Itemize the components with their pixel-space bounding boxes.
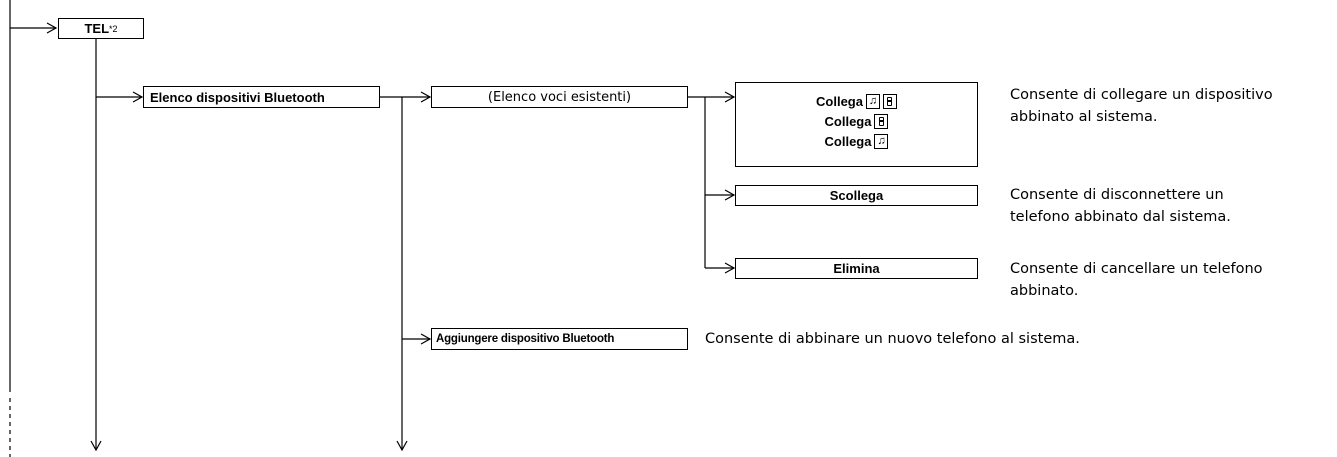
disconnect-label: Scollega [829,188,884,203]
device-list-box[interactable]: Elenco dispositivi Bluetooth [143,86,380,108]
description-line: Consente di abbinare un nuovo telefono a… [705,331,1080,347]
music-note-icon: ♫ [865,93,880,109]
description-line: abbinato. [1010,283,1079,299]
add-device-label: Aggiungere dispositivo Bluetooth [436,333,615,345]
disconnect-box[interactable]: Scollega [735,185,978,206]
existing-entries-box[interactable]: (Elenco voci esistenti) [431,86,688,108]
description-line: telefono abbinato dal sistema. [1010,209,1231,225]
description-line: Consente di cancellare un telefono [1010,261,1263,277]
connect-description: Consente di collegare un dispositivo abb… [1010,84,1273,128]
add-device-box[interactable]: Aggiungere dispositivo Bluetooth [431,328,688,350]
connect-label: Collega [816,93,863,109]
phone-icon [882,93,897,109]
tel-label: TEL [84,21,110,36]
delete-box[interactable]: Elimina [735,258,978,279]
connect-box[interactable]: Collega ♫ Collega Collega ♫ [735,82,978,167]
disconnect-description: Consente di disconnettere un telefono ab… [1010,184,1231,228]
delete-description: Consente di cancellare un telefono abbin… [1010,258,1263,302]
tel-menu-box[interactable]: TEL*2 [58,18,144,39]
description-line: Consente di collegare un dispositivo [1010,87,1273,103]
description-line: Consente di disconnettere un [1010,187,1224,203]
connect-label: Collega [824,113,872,129]
device-list-label: Elenco dispositivi Bluetooth [150,89,325,105]
connect-label: Collega [824,133,872,149]
connect-option-audio[interactable]: Collega ♫ [825,131,889,151]
delete-label: Elimina [833,261,880,276]
phone-icon [874,113,889,129]
existing-entries-label: (Elenco voci esistenti) [487,89,632,105]
music-note-icon: ♫ [874,133,889,149]
connect-option-both[interactable]: Collega ♫ [816,91,897,111]
description-line: abbinato al sistema. [1010,109,1158,125]
connect-option-phone[interactable]: Collega [825,111,889,131]
add-device-description: Consente di abbinare un nuovo telefono a… [705,328,1080,350]
